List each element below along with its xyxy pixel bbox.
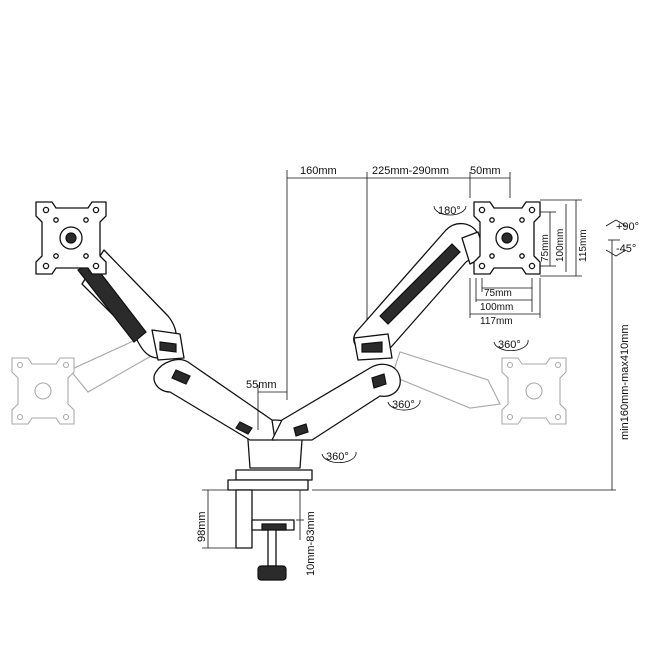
arm-reach-label: 160mm: [300, 165, 337, 177]
base-rotation-label: 360°: [326, 451, 349, 463]
arm-upper-rotation-label: 360°: [498, 339, 521, 351]
right-upper-arm: [353, 223, 487, 361]
vesa-75-height-label: 75mm: [540, 234, 551, 262]
arm-extension-label: 225mm-290mm: [372, 165, 449, 177]
head-offset-label: 50mm: [470, 165, 501, 177]
right-lower-arm: [271, 363, 401, 441]
column-width-label: 55mm: [246, 379, 277, 391]
tilt-up-label: +90°: [616, 221, 639, 233]
ghost-right-vesa-plate: [501, 357, 567, 425]
left-vesa-plate: [35, 201, 107, 275]
right-vesa-plate: [473, 201, 541, 275]
rotation-arrows: [321, 205, 627, 463]
plate-height-label: 115mm: [578, 229, 589, 262]
arm-middle-rotation-label: 360°: [392, 399, 415, 411]
left-lower-arm: [153, 358, 276, 441]
ghost-left-arm: [69, 337, 159, 393]
tilt-down-label: -45°: [616, 243, 636, 255]
vesa-100-width-label: 100mm: [480, 302, 513, 313]
vesa-100-height-label: 100mm: [555, 229, 566, 262]
height-range-label: min160mm-max410mm: [619, 324, 631, 440]
plate-rotation-label: 180°: [438, 205, 461, 217]
plate-width-label: 117mm: [480, 316, 513, 327]
desk-thickness-label: 10mm-83mm: [305, 511, 317, 576]
vesa-75-width-label: 75mm: [484, 288, 512, 299]
clamp-height-label: 98mm: [196, 511, 208, 542]
desk-clamp: [227, 479, 309, 581]
dimension-lines: [202, 170, 620, 549]
ghost-left-vesa-plate: [11, 357, 75, 425]
